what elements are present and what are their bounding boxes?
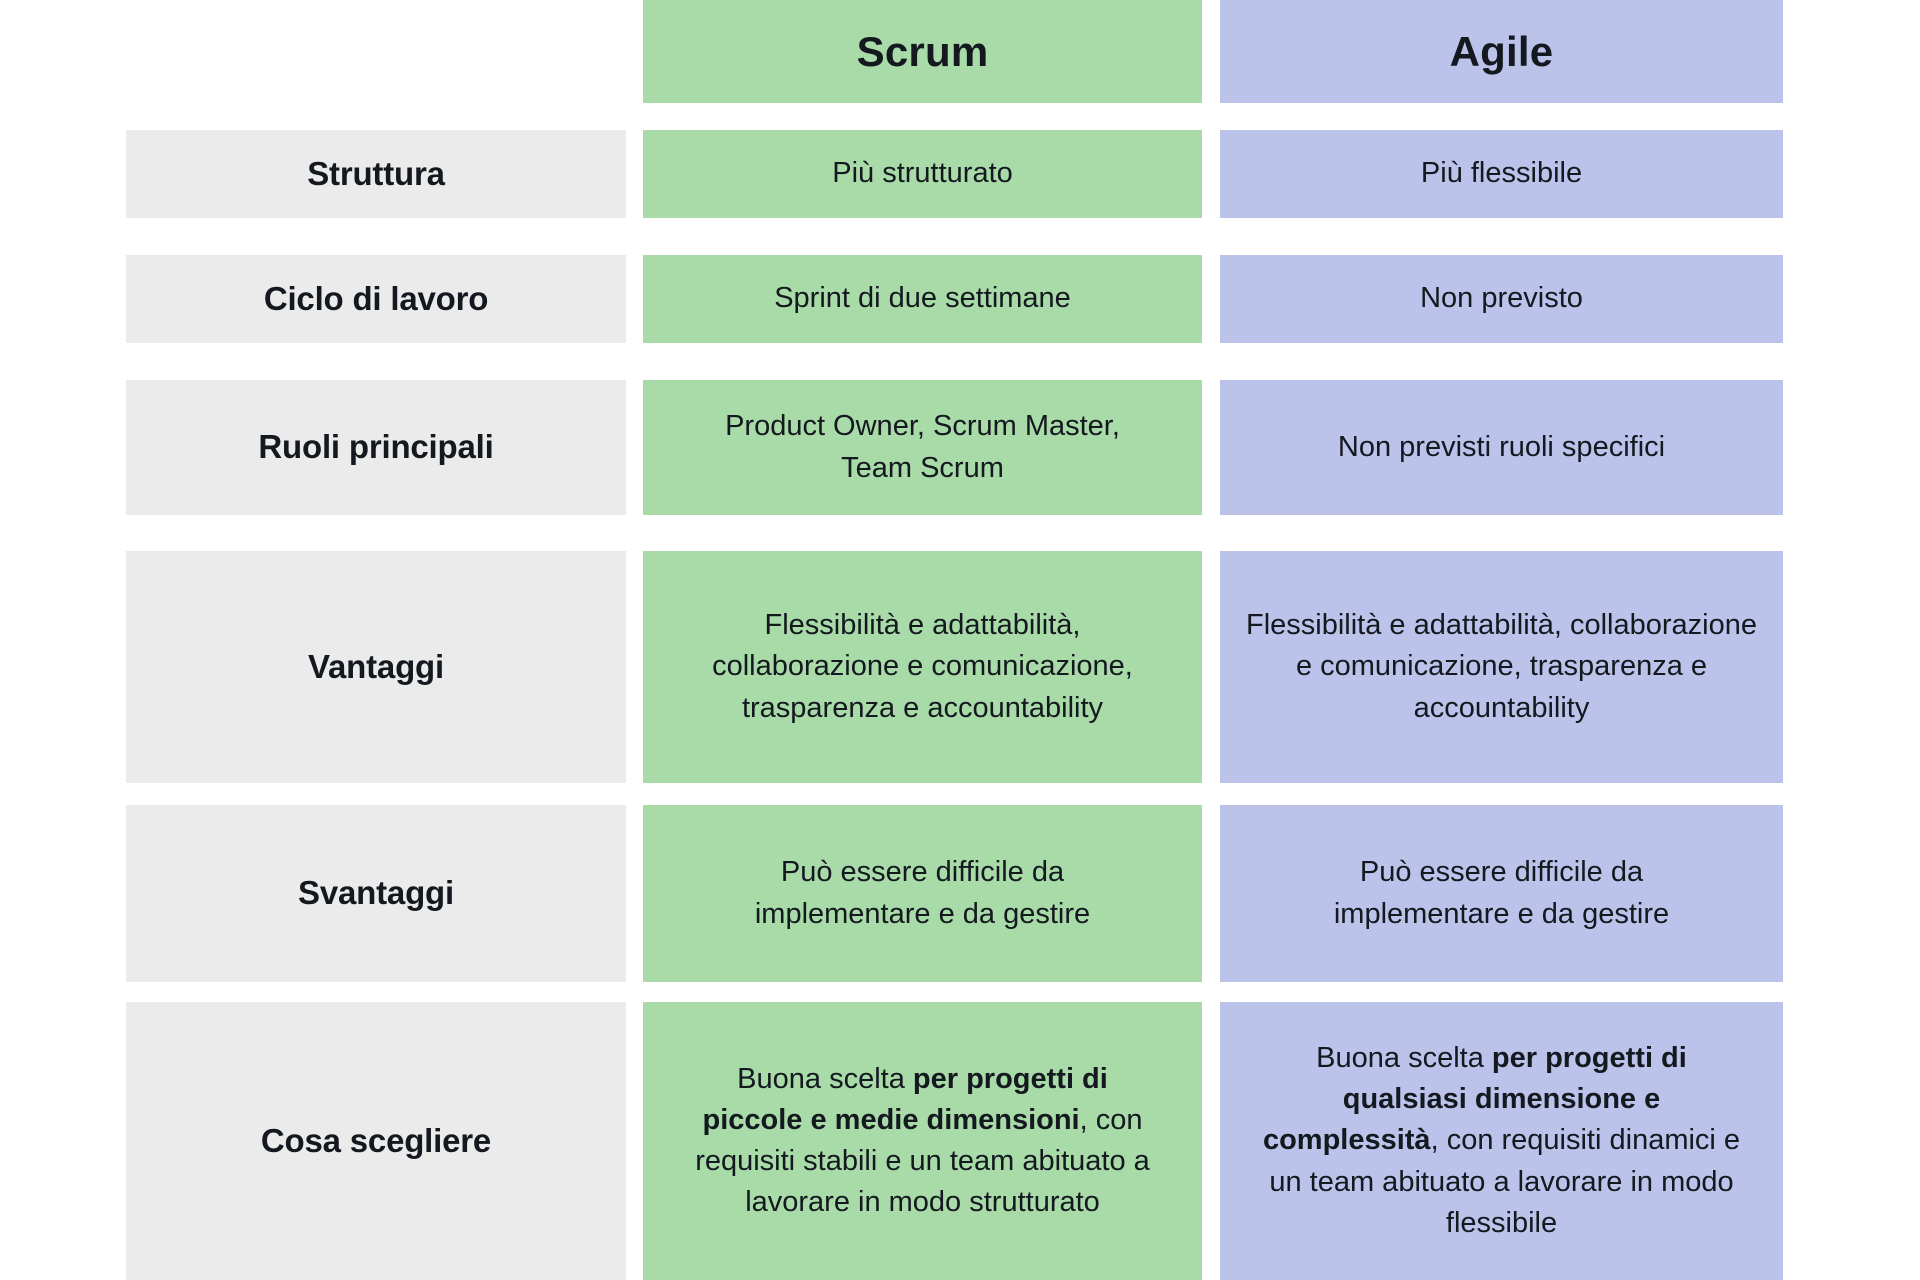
column-gap-2 <box>1202 805 1220 982</box>
row-label: Svantaggi <box>298 874 454 912</box>
column-gap-2 <box>1202 380 1220 515</box>
agile-value-cell: Più flessibile <box>1220 130 1783 218</box>
scrum-value: Può essere difficile da implementare e d… <box>754 856 1091 930</box>
scrum-value-cell: Product Owner, Scrum Master, Team Scrum <box>643 380 1202 515</box>
scrum-value-cell: Flessibilità e adattabilità, collaborazi… <box>643 551 1202 783</box>
row-label-cell: Cosa scegliere <box>126 1002 626 1280</box>
scrum-value-rich: Buona scelta per progetti di piccole e m… <box>695 1062 1150 1219</box>
row-label-cell: Svantaggi <box>126 805 626 982</box>
header-cell-agile: Agile <box>1220 0 1783 103</box>
scrum-value: Product Owner, Scrum Master, Team Scrum <box>725 410 1120 484</box>
row-label: Ruoli principali <box>258 428 494 466</box>
scrum-value: Flessibilità e adattabilità, collaborazi… <box>712 609 1133 724</box>
agile-value: Più flessibile <box>1420 157 1583 190</box>
agile-value-cell: Buona scelta per progetti di qualsiasi d… <box>1220 1002 1783 1280</box>
scrum-value-cell: Più strutturato <box>643 130 1202 218</box>
header-label-agile: Agile <box>1449 27 1554 75</box>
agile-value: Può essere difficile da implementare e d… <box>1333 856 1670 930</box>
agile-value-cell: Non previsti ruoli specifici <box>1220 380 1783 515</box>
agile-value-cell: Non previsto <box>1220 255 1783 343</box>
left-margin-spacer <box>0 130 126 218</box>
table-row: Ciclo di lavoro Sprint di due settimane … <box>0 255 1920 343</box>
agile-value: Non previsti ruoli specifici <box>1337 430 1666 463</box>
header-label-scrum: Scrum <box>856 27 989 75</box>
left-margin-spacer <box>0 1002 126 1280</box>
table-row: Svantaggi Può essere difficile da implem… <box>0 805 1920 982</box>
column-gap-1 <box>626 380 643 515</box>
left-margin-spacer <box>0 380 126 515</box>
left-margin-spacer <box>0 0 126 103</box>
column-gap-1 <box>626 805 643 982</box>
column-gap-2 <box>1202 1002 1220 1280</box>
scrum-value-cell: Può essere difficile da implementare e d… <box>643 805 1202 982</box>
column-gap-2 <box>1202 0 1220 103</box>
agile-value-cell: Può essere difficile da implementare e d… <box>1220 805 1783 982</box>
column-gap-1 <box>626 130 643 218</box>
left-margin-spacer <box>0 551 126 783</box>
row-label-cell: Ciclo di lavoro <box>126 255 626 343</box>
column-gap-2 <box>1202 130 1220 218</box>
agile-value: Flessibilità e adattabilità, collaborazi… <box>1245 609 1757 724</box>
row-label-cell: Vantaggi <box>126 551 626 783</box>
scrum-value-cell: Sprint di due settimane <box>643 255 1202 343</box>
row-label: Struttura <box>307 154 445 192</box>
column-gap-1 <box>626 0 643 103</box>
row-label: Cosa scegliere <box>260 1121 492 1159</box>
column-gap-2 <box>1202 255 1220 343</box>
row-label-cell: Ruoli principali <box>126 380 626 515</box>
row-label: Ciclo di lavoro <box>263 279 489 317</box>
table-row: Ruoli principali Product Owner, Scrum Ma… <box>0 380 1920 515</box>
scrum-value-cell: Buona scelta per progetti di piccole e m… <box>643 1002 1202 1280</box>
agile-value-rich: Buona scelta per progetti di qualsiasi d… <box>1262 1042 1741 1239</box>
left-margin-spacer <box>0 255 126 343</box>
table-row: Cosa scegliere Buona scelta per progetti… <box>0 1002 1920 1280</box>
header-cell-empty <box>126 0 626 103</box>
column-gap-1 <box>626 255 643 343</box>
agile-value-cell: Flessibilità e adattabilità, collaborazi… <box>1220 551 1783 783</box>
column-gap-1 <box>626 551 643 783</box>
row-label: Vantaggi <box>308 647 444 685</box>
header-cell-scrum: Scrum <box>643 0 1202 103</box>
agile-value: Non previsto <box>1420 282 1583 315</box>
table-header-row: Scrum Agile <box>0 0 1920 103</box>
table-row: Struttura Più strutturato Più flessibile <box>0 130 1920 218</box>
column-gap-1 <box>626 1002 643 1280</box>
table-row: Vantaggi Flessibilità e adattabilità, co… <box>0 551 1920 783</box>
column-gap-2 <box>1202 551 1220 783</box>
row-label-cell: Struttura <box>126 130 626 218</box>
scrum-value: Sprint di due settimane <box>774 282 1071 315</box>
scrum-value: Più strutturato <box>832 157 1013 190</box>
left-margin-spacer <box>0 805 126 982</box>
